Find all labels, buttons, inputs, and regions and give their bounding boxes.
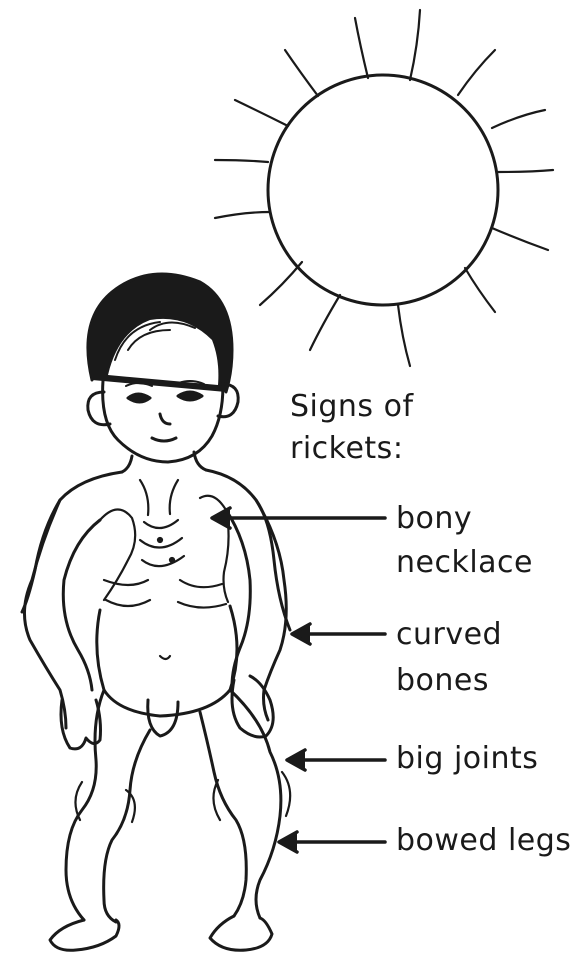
- sun-rays: [215, 10, 553, 366]
- belly: [97, 606, 237, 716]
- left-eye: [128, 394, 150, 402]
- nose: [160, 414, 170, 424]
- right-foot: [210, 916, 272, 950]
- arrow-curved-bones: [292, 624, 385, 644]
- pointer-arrows: [212, 508, 385, 852]
- sun-icon: [215, 10, 553, 366]
- right-eye: [178, 392, 202, 400]
- arrow-big-joints: [287, 750, 385, 770]
- label-bony-necklace-line-1: bony: [396, 504, 472, 534]
- hair: [88, 274, 232, 392]
- arrow-bowed-legs: [279, 832, 385, 852]
- mouth: [152, 438, 176, 441]
- left-leg: [66, 690, 150, 922]
- arrow-bony-necklace: [212, 508, 385, 528]
- heading-line-2: rickets:: [290, 434, 403, 464]
- right-arm: [226, 500, 286, 720]
- label-curved-bones-line-1: curved: [396, 620, 502, 650]
- label-bony-necklace-line-2: necklace: [396, 548, 533, 578]
- left-arm: [24, 500, 100, 728]
- label-big-joints: big joints: [396, 744, 538, 774]
- heading-line-1: Signs of: [290, 392, 414, 422]
- groin: [148, 700, 178, 736]
- label-bowed-legs: bowed legs: [396, 826, 571, 856]
- ribcage: [100, 480, 229, 608]
- left-foot: [50, 920, 119, 950]
- sun-disc: [268, 75, 498, 305]
- child-figure: [22, 274, 290, 950]
- right-leg: [200, 690, 281, 918]
- label-curved-bones-line-2: bones: [396, 666, 489, 696]
- navel: [160, 656, 170, 659]
